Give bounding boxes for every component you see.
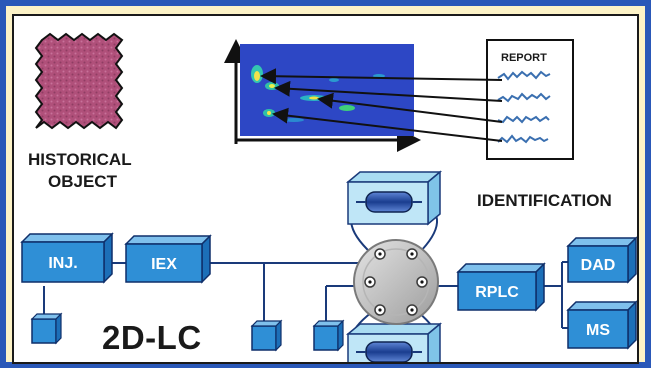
diagram-drawing: INJ. IEX RPLC DAD	[20, 32, 637, 362]
report-document	[486, 39, 574, 160]
module-ms-label: MS	[586, 322, 610, 339]
module-injector-label: INJ.	[48, 255, 77, 272]
module-dad: DAD	[566, 236, 637, 284]
diagram-title-2dlc: 2D-LC	[102, 319, 202, 356]
identification-label: IDENTIFICATION	[477, 191, 612, 210]
module-rplc: RPLC	[456, 262, 546, 312]
peak-identification-arrows	[260, 68, 503, 142]
historical-object-label-line2: OBJECT	[48, 172, 117, 191]
column-top	[345, 170, 443, 226]
small-module-3	[312, 319, 345, 352]
historical-object-label-line1: HISTORICAL	[28, 150, 132, 169]
switching-valve	[353, 239, 439, 325]
diagram-canvas: INJ. IEX RPLC DAD	[12, 14, 639, 364]
module-iex: IEX	[124, 234, 212, 284]
column-bottom	[345, 322, 443, 362]
small-module-2	[250, 319, 283, 352]
module-injector: INJ.	[20, 232, 114, 284]
historical-object-sample	[34, 32, 124, 130]
module-ms: MS	[566, 300, 637, 350]
module-dad-label: DAD	[581, 257, 616, 274]
module-iex-label: IEX	[151, 256, 177, 273]
module-rplc-label: RPLC	[475, 284, 519, 301]
report-title: REPORT	[501, 52, 547, 64]
small-module-1	[30, 312, 63, 345]
